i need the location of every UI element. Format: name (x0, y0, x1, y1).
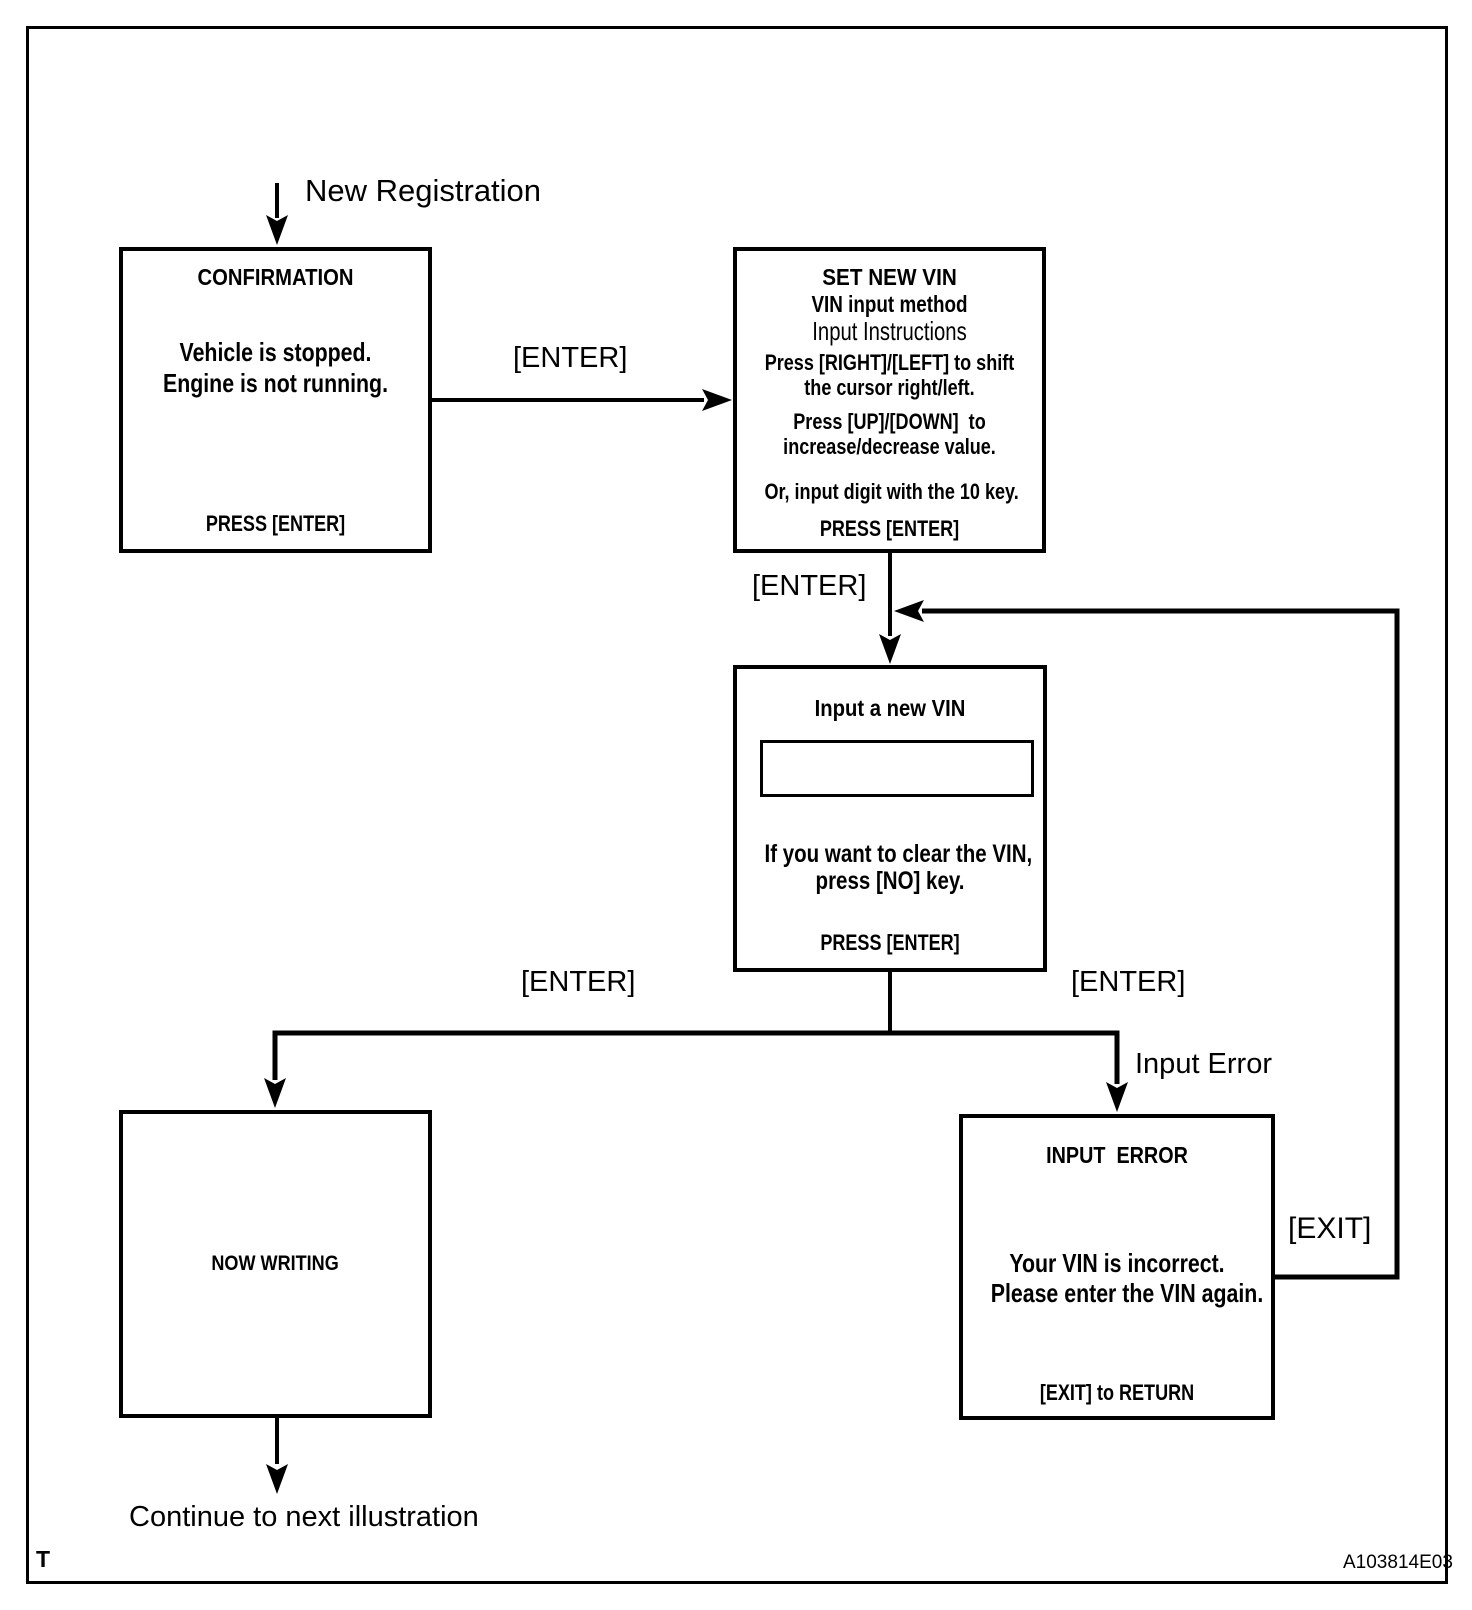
confirmation-body-line1: Vehicle is stopped. (179, 337, 372, 367)
set-vin-body-line2: the cursor right/left. (804, 375, 975, 400)
page-marker: T (36, 1546, 51, 1572)
branch-line (272, 1030, 1120, 1084)
confirmation-footer: PRESS [ENTER] (205, 511, 346, 536)
exit-loop-line (922, 608, 1400, 1280)
set-vin-body-line1: Press [RIGHT]/[LEFT] to shift (764, 350, 1015, 375)
input-error-label: Input Error (1135, 1048, 1272, 1080)
exit-label: [EXIT] (1288, 1212, 1372, 1245)
enter1-arrowhead (702, 389, 732, 411)
continue-arrowhead (266, 1464, 288, 1494)
confirmation-body-line2: Engine is not running. (162, 368, 389, 398)
input-error-footer: [EXIT] to RETURN (1039, 1380, 1195, 1405)
continue-label: Continue to next illustration (129, 1501, 479, 1533)
input-vin-title: Input a new VIN (814, 695, 966, 721)
outer-frame (26, 26, 1448, 1584)
enter-label-1: [ENTER] (513, 342, 628, 374)
input-vin-body-line2: press [NO] key. (815, 867, 965, 895)
set-vin-title-line2: VIN input method (811, 291, 968, 317)
exit-loop-arrowhead (894, 600, 924, 622)
confirmation-title: CONFIRMATION (197, 264, 354, 290)
now-writing-title: NOW WRITING (211, 1252, 340, 1275)
input-error-body-line1: Your VIN is incorrect. (1009, 1248, 1225, 1278)
input-error-body-line2: Please enter the VIN again. (990, 1278, 1264, 1308)
set-vin-body-line3: Press [UP]/[DOWN] to (793, 409, 986, 434)
vin-input-field (760, 740, 1034, 797)
input-vin-body-line1: If you want to clear the VIN, (764, 840, 1033, 868)
entry-label: New Registration (305, 173, 542, 208)
set-vin-subtitle: Input Instructions (812, 316, 967, 346)
set-vin-footer: PRESS [ENTER] (819, 516, 960, 541)
entry-arrowhead (266, 215, 288, 245)
screen-input-new-vin: Input a new VIN If you want to clear the… (733, 665, 1047, 972)
input-vin-footer: PRESS [ENTER] (820, 930, 960, 955)
figure-code: A103814E03 (1343, 1552, 1453, 1573)
enter-label-right: [ENTER] (1071, 966, 1186, 998)
set-vin-title-line1: SET NEW VIN (822, 264, 957, 290)
screen-input-error: INPUT ERROR Your VIN is incorrect. Pleas… (959, 1114, 1275, 1420)
enter2-arrowhead (879, 634, 901, 664)
input-error-title: INPUT ERROR (1046, 1142, 1188, 1168)
screen-now-writing: NOW WRITING (119, 1110, 432, 1418)
enter-label-2: [ENTER] (752, 570, 867, 602)
branch-right-arrowhead (1106, 1082, 1128, 1112)
screen-confirmation: CONFIRMATION Vehicle is stopped. Engine … (119, 247, 432, 553)
branch-left-arrowhead (264, 1078, 286, 1108)
set-vin-body-line5: Or, input digit with the 10 key. (764, 479, 1019, 504)
set-vin-body-line4: increase/decrease value. (783, 434, 996, 459)
screen-set-new-vin: SET NEW VIN VIN input method Input Instr… (733, 247, 1046, 553)
enter-label-left: [ENTER] (521, 966, 636, 998)
